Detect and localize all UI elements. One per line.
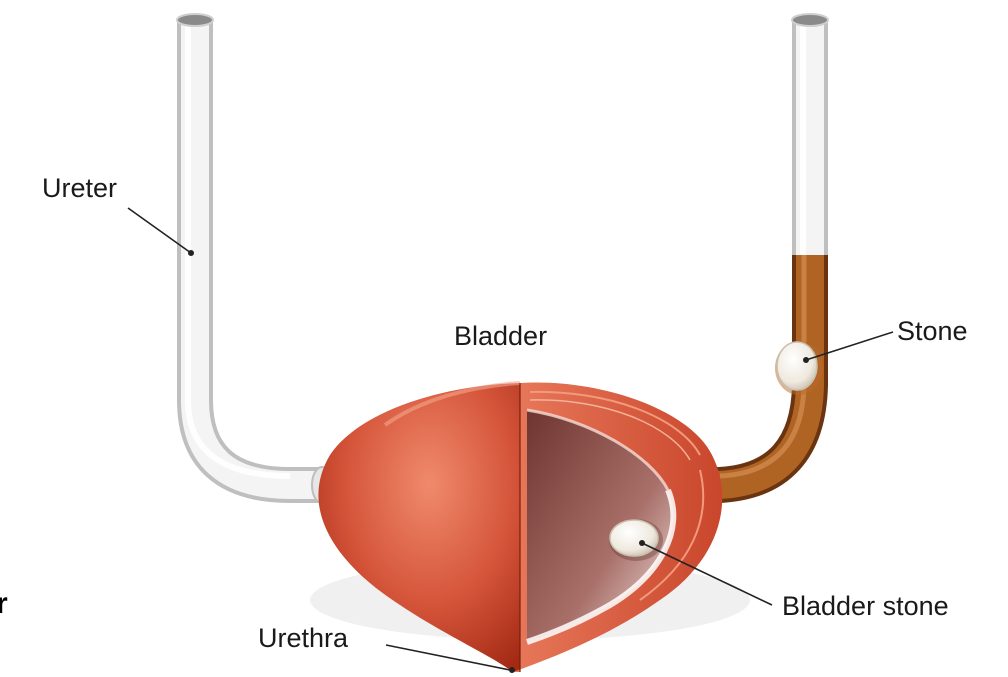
cropped-text-fragment: r <box>0 588 8 620</box>
label-ureter: Ureter <box>42 172 117 204</box>
label-stone: Stone <box>897 315 968 347</box>
bladder-stone <box>609 519 663 561</box>
right-ureter <box>672 14 828 485</box>
label-bladder-stone: Bladder stone <box>782 590 949 622</box>
left-ureter-opening <box>177 14 213 26</box>
label-urethra: Urethra <box>258 622 348 654</box>
right-ureter-opening <box>792 14 828 26</box>
left-ureter <box>177 14 332 503</box>
label-bladder: Bladder <box>454 320 547 352</box>
ureter-stone <box>775 341 823 395</box>
